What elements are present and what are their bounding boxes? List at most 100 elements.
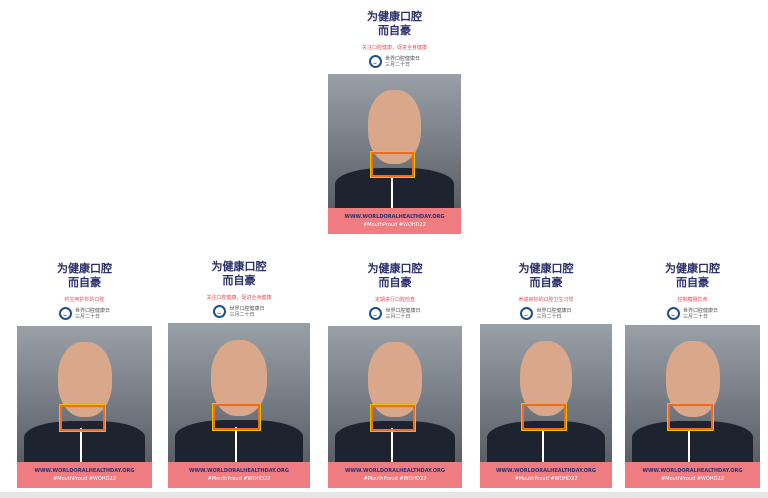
smile-logo-icon	[213, 305, 227, 318]
hashtags: #MouthProud #WOHD22	[53, 476, 116, 482]
poster-header: 为健康口腔而自豪 关注口腔健康，促进全身健康 世界口腔健康日三月二十日	[328, 10, 461, 68]
website-link: WWW.WORLDORALHEALTHDAY.ORG	[34, 468, 135, 474]
poster-subtitle: 终生呵护你的口腔	[64, 297, 105, 303]
wohd-logo: 世界口腔健康日三月二十日	[17, 307, 152, 320]
poster-footer-band: WWW.WORLDORALHEALTHDAY.ORG #MouthProud #…	[17, 462, 152, 488]
wohd-logo: 世界口腔健康日三月二十日	[625, 307, 760, 320]
poster-subtitle: 定期进行口腔检查	[374, 297, 415, 303]
pointer-line	[542, 427, 545, 462]
logo-name: 世界口腔健康日	[385, 307, 421, 314]
poster-title: 为健康口腔而自豪	[625, 262, 760, 290]
hashtags: #MouthProud #WOHD22	[514, 476, 578, 482]
smile-logo-icon	[520, 307, 534, 320]
title-line-1: 为健康口腔	[367, 262, 423, 275]
mouth-highlight-box	[521, 403, 567, 432]
mouth-highlight-box	[369, 150, 416, 179]
logo-name: 世界口腔健康日	[384, 55, 420, 62]
poster-title: 为健康口腔而自豪	[168, 260, 310, 288]
title-line-2: 而自豪	[676, 276, 709, 289]
face	[519, 340, 573, 417]
suit	[23, 421, 146, 462]
portrait-photo	[625, 325, 760, 462]
title-line-1: 为健康口腔	[57, 262, 112, 275]
title-line-1: 为健康口腔	[211, 260, 267, 273]
poster-subtitle: 养成良好的口腔卫生习惯	[518, 297, 574, 303]
face	[368, 342, 422, 418]
portrait-photo	[480, 324, 612, 462]
portrait-photo	[328, 326, 462, 462]
portrait-photo	[17, 326, 152, 462]
website-link: WWW.WORLDORALHEALTHDAY.ORG	[344, 214, 445, 220]
poster-header: 为健康口腔而自豪 控制糖摄饮食 世界口腔健康日三月二十日	[625, 262, 760, 320]
logo-date: 三月二十日	[536, 313, 562, 320]
poster-subtitle: 关注口腔健康，促进全身健康	[206, 295, 272, 301]
title-line-2: 而自豪	[68, 276, 101, 289]
logo-date: 三月二十日	[74, 313, 100, 320]
suit	[486, 420, 606, 462]
poster-header: 为健康口腔而自豪 关注口腔健康，促进全身健康 世界口腔健康日三月二十日	[168, 260, 310, 318]
wohd-logo: 世界口腔健康日三月二十日	[480, 307, 612, 320]
title-line-2: 而自豪	[378, 24, 411, 37]
wohd-logo: 世界口腔健康日三月二十日	[328, 55, 461, 68]
logo-name: 世界口腔健康日	[682, 307, 718, 314]
pointer-line	[80, 428, 83, 462]
poster-title: 为健康口腔而自豪	[328, 10, 461, 38]
website-link: WWW.WORLDORALHEALTHDAY.ORG	[495, 468, 596, 474]
mouth-highlight-box	[369, 403, 417, 432]
logo-date: 三月二十日	[384, 61, 410, 68]
logo-date: 三月二十日	[682, 313, 708, 320]
poster-footer-band: WWW.WORLDORALHEALTHDAY.ORG #MouthProud #…	[328, 208, 461, 234]
logo-name: 世界口腔健康日	[229, 305, 265, 312]
poster-subtitle: 关注口腔健康，促进全身健康	[361, 45, 427, 51]
poster-title: 为健康口腔而自豪	[480, 262, 612, 290]
portrait-photo	[168, 323, 310, 462]
hashtags: #MouthProud #WOHD22	[363, 222, 426, 228]
smile-logo-icon	[369, 307, 383, 320]
poster-footer-band: WWW.WORLDORALHEALTHDAY.ORG #MouthProud #…	[168, 462, 310, 488]
mouth-highlight-box	[212, 402, 262, 431]
hashtags: #MouthProud #WOHD22	[207, 476, 271, 482]
poster-footer-band: WWW.WORLDORALHEALTHDAY.ORG #MouthProud #…	[625, 462, 760, 488]
pointer-line	[688, 427, 691, 462]
hashtags: #MouthProud #WOHD22	[363, 476, 427, 482]
website-link: WWW.WORLDORALHEALTHDAY.ORG	[188, 468, 289, 474]
wohd-logo: 世界口腔健康日三月二十日	[168, 305, 310, 318]
smile-logo-icon	[368, 55, 382, 68]
logo-name: 世界口腔健康日	[74, 307, 110, 314]
face	[57, 342, 112, 418]
logo-name: 世界口腔健康日	[536, 307, 572, 314]
suit	[175, 420, 303, 462]
poster-footer-band: WWW.WORLDORALHEALTHDAY.ORG #MouthProud #…	[328, 462, 462, 488]
suit	[631, 420, 754, 462]
suit	[334, 167, 455, 208]
smile-logo-icon	[58, 307, 72, 320]
pointer-line	[390, 174, 393, 208]
title-line-1: 为健康口腔	[665, 262, 720, 275]
pointer-line	[390, 428, 393, 462]
title-line-2: 而自豪	[378, 276, 412, 289]
title-line-1: 为健康口腔	[367, 10, 422, 23]
poster-subtitle: 控制糖摄饮食	[677, 297, 708, 303]
poster-header: 为健康口腔而自豪 定期进行口腔检查 世界口腔健康日三月二十日	[328, 262, 462, 320]
wohd-logo: 世界口腔健康日三月二十日	[328, 307, 462, 320]
logo-date: 三月二十日	[385, 313, 411, 320]
pointer-line	[234, 427, 237, 462]
face	[367, 90, 422, 164]
poster-title: 为健康口腔而自豪	[328, 262, 462, 290]
website-link: WWW.WORLDORALHEALTHDAY.ORG	[344, 468, 445, 474]
portrait-photo	[328, 74, 461, 208]
poster-footer-band: WWW.WORLDORALHEALTHDAY.ORG #MouthProud #…	[480, 462, 612, 488]
website-link: WWW.WORLDORALHEALTHDAY.ORG	[642, 468, 743, 474]
face	[210, 339, 268, 417]
poster-header: 为健康口腔而自豪 养成良好的口腔卫生习惯 世界口腔健康日三月二十日	[480, 262, 612, 320]
title-line-2: 而自豪	[529, 276, 563, 289]
title-line-2: 而自豪	[222, 274, 256, 287]
face	[665, 341, 720, 417]
poster-header: 为健康口腔而自豪 终生呵护你的口腔 世界口腔健康日三月二十日	[17, 262, 152, 320]
suit	[334, 421, 456, 462]
poster-title: 为健康口腔而自豪	[17, 262, 152, 290]
mouth-highlight-box	[59, 403, 106, 432]
smile-logo-icon	[666, 307, 680, 320]
horizontal-scrollbar[interactable]	[0, 492, 768, 498]
hashtags: #MouthProud #WOHD22	[661, 476, 724, 482]
